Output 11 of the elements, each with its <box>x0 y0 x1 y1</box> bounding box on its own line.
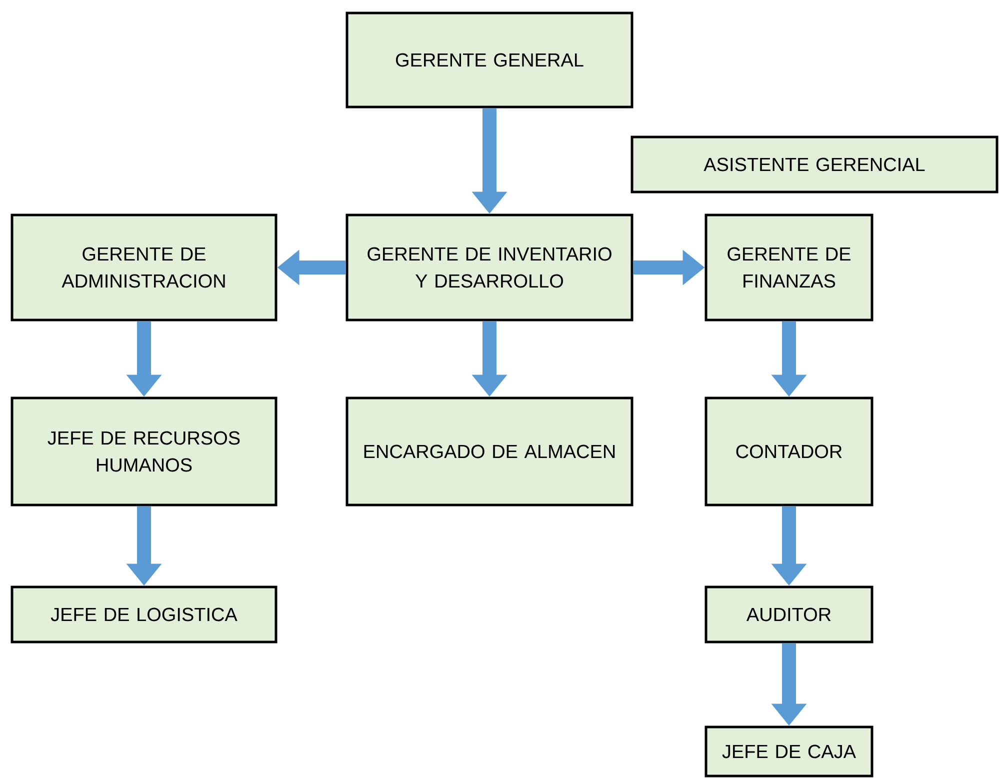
org-box: GERENTE DE FINANZAS <box>704 214 874 322</box>
org-box: ASISTENTE GERENCIAL <box>630 136 998 194</box>
org-box: GERENTE DE INVENTARIO Y DESARROLLO <box>346 214 634 322</box>
org-box: JEFE DE CAJA <box>704 726 874 778</box>
org-box: GERENTE GENERAL <box>346 12 634 108</box>
org-box: JEFE DE LOGISTICA <box>10 586 278 644</box>
org-box: AUDITOR <box>704 586 874 644</box>
org-box: ENCARGADO DE ALMACEN <box>346 396 634 506</box>
org-box: GERENTE DE ADMINISTRACION <box>10 214 278 322</box>
org-box: CONTADOR <box>704 396 874 506</box>
org-box: JEFE DE RECURSOS HUMANOS <box>10 396 278 506</box>
